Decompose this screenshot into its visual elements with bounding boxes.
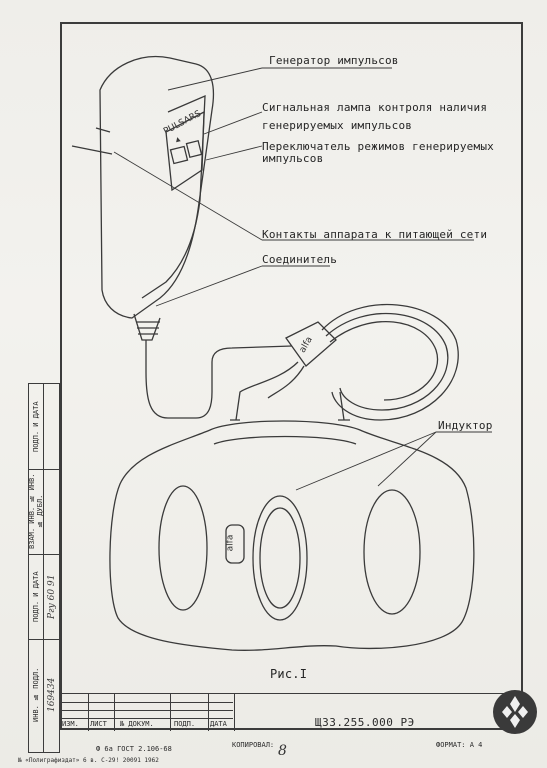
side-stamp: ПОДП. И ДАТА ВЗАМ. ИНВ. № ИНВ. № ДУБЛ. П… xyxy=(28,383,60,753)
title-block: ИЗМ. ЛИСТ № ДОКУМ. ПОДП. ДАТА xyxy=(60,693,523,731)
stamp-label-inv-dupl: ВЗАМ. ИНВ. № ИНВ. № ДУБЛ. xyxy=(28,473,44,550)
inductor-pad xyxy=(109,420,475,651)
alfa-inductor-logo: alfa xyxy=(225,534,236,552)
alfa-connector xyxy=(285,321,337,367)
form-gost-label: Ф 6а ГОСТ 2.106-68 xyxy=(96,745,172,753)
inductor-coil-right xyxy=(363,489,421,615)
stamp-label-inv-orig: ИНВ. № ПОДЛ. xyxy=(32,667,40,723)
tb-header-doc: № ДОКУМ. xyxy=(120,720,154,728)
stamp-label-sign-date-1: ПОДП. И ДАТА xyxy=(32,401,40,452)
stamp-inventory-number: 169434 xyxy=(47,677,57,713)
callout-switch-line1: Переключатель режимов генерируемых xyxy=(262,140,494,153)
copied-label: КОПИРОВАЛ: xyxy=(232,741,275,749)
callout-connector: Соединитель xyxy=(262,253,338,266)
tb-header-sheet: ЛИСТ xyxy=(90,720,107,728)
callout-lamp-line2: генерируемых импульсов xyxy=(262,119,413,132)
tb-header-date: ДАТА xyxy=(210,720,227,728)
tb-header-change: ИЗМ. xyxy=(62,720,79,728)
figure-caption: Рис.I xyxy=(270,667,308,681)
callout-switch-line2: импульсов xyxy=(262,152,324,165)
tb-header-sign: ПОДП. xyxy=(174,720,196,728)
drawing-frame xyxy=(60,22,523,730)
svg-text:▲: ▲ xyxy=(174,134,181,144)
stamp-label-sign-date-2: ПОДП. И ДАТА xyxy=(32,571,40,622)
format-label: ФОРМАТ: А 4 xyxy=(436,741,483,749)
generator-body xyxy=(99,56,215,319)
inductor-coil-middle xyxy=(252,495,308,621)
printer-imprint: № «Полиграфиздат» 6 в. С-29! 20091 1962 xyxy=(18,757,159,764)
generator-panel xyxy=(165,110,205,192)
callout-lamp-line1: Сигнальная лампа контроля наличия xyxy=(262,101,488,114)
document-code: ЩЗЗ.255.000 РЭ xyxy=(315,716,415,729)
inductor-coil-left xyxy=(158,485,208,611)
diamond-logo-icon xyxy=(493,690,537,734)
callout-contacts: Контакты аппарата к питающей сети xyxy=(262,228,488,241)
callout-generator: Генератор импульсов xyxy=(269,54,399,67)
stamp-signature: Ргу 60 91 xyxy=(47,574,57,619)
callout-inductor: Индуктор xyxy=(438,419,493,432)
cable-generator xyxy=(145,345,293,419)
generator-face xyxy=(141,94,206,299)
page-number: 8 xyxy=(278,743,287,759)
